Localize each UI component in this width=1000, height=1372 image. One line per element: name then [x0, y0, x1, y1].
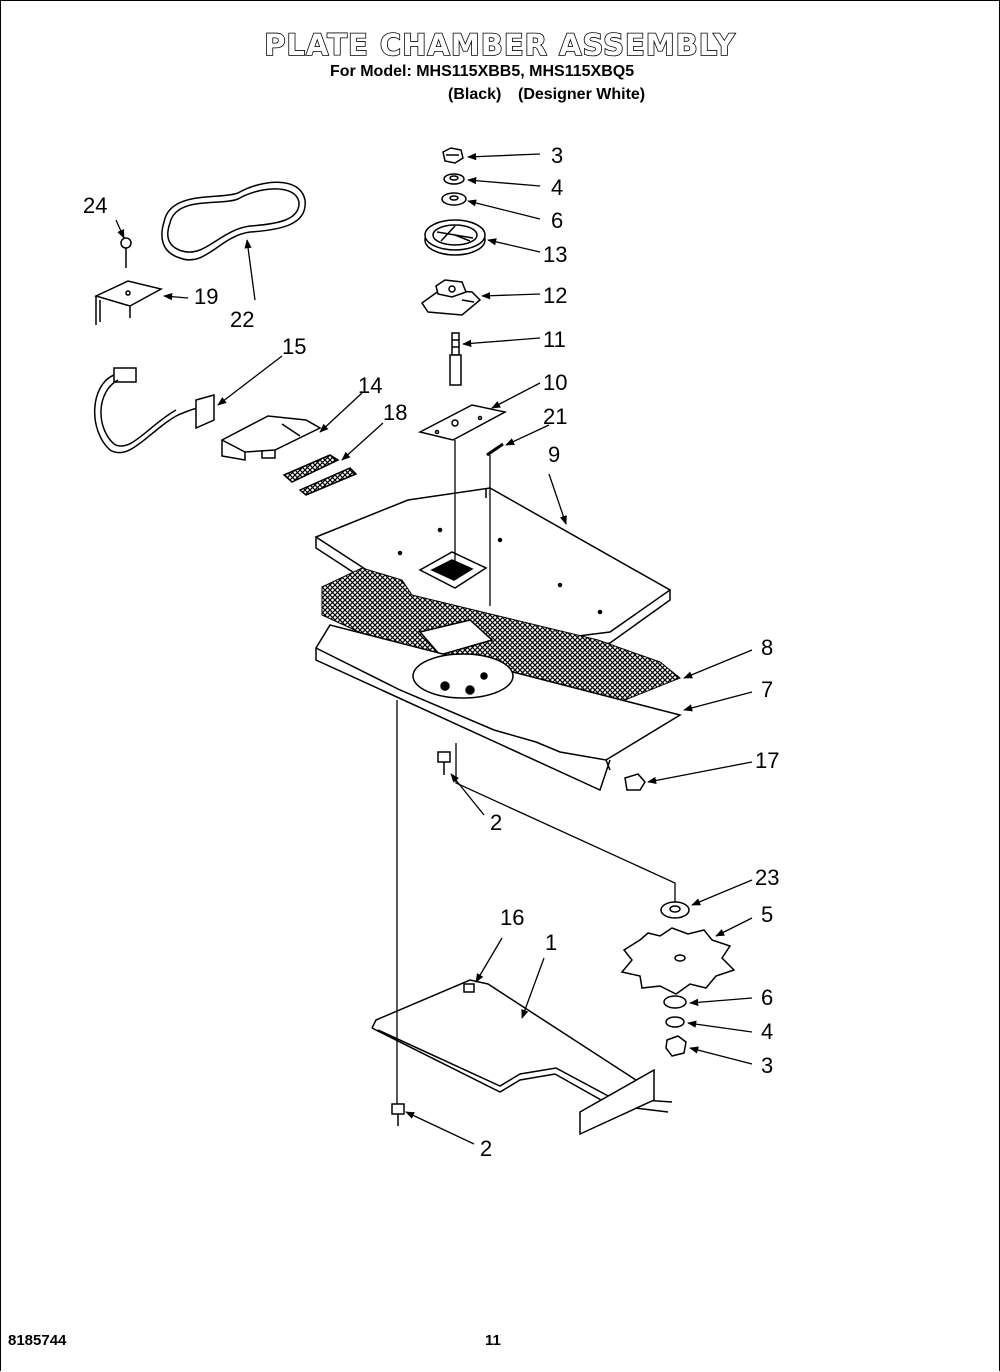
callout-4-top: 4: [551, 175, 563, 200]
part-clips-18: [282, 454, 358, 496]
callout-15: 15: [282, 334, 306, 359]
part-pin-21: [486, 442, 504, 457]
document-number: 8185744: [8, 1332, 67, 1349]
part-harness-15: [93, 367, 215, 454]
callout-10: 10: [543, 370, 567, 395]
part-bushing-23: [660, 901, 690, 919]
part-plate-7: [314, 624, 682, 792]
part-washer-4-top: [443, 173, 465, 185]
part-bracket-12: [420, 279, 482, 316]
part-bracket-19: [93, 280, 164, 325]
part-pulley-13: [424, 219, 486, 256]
callout-23: 23: [755, 865, 779, 890]
callout-7: 7: [761, 677, 773, 702]
part-shaft-11: [449, 332, 462, 386]
part-nut-3-bottom: [665, 1035, 687, 1057]
callout-4-bottom: 4: [761, 1019, 773, 1044]
callout-6-top: 6: [551, 208, 563, 233]
callout-22: 22: [230, 307, 254, 332]
callout-2-lower: 2: [480, 1136, 492, 1161]
model-line: For Model: MHS115XBB5, MHS115XBQ5: [330, 63, 635, 80]
part-stirrer-5: [620, 927, 736, 995]
part-element-1: [371, 979, 673, 1136]
callout-24: 24: [83, 193, 107, 218]
page-title: PLATE CHAMBER ASSEMBLY: [263, 27, 736, 63]
variant-black: (Black): [448, 86, 502, 103]
part-screw-2-upper: [437, 751, 451, 775]
part-washer-6-bottom: [663, 995, 687, 1009]
part-deflector-14: [220, 415, 322, 461]
callout-9: 9: [548, 442, 560, 467]
part-washer-4-bottom: [665, 1016, 685, 1028]
callout-13: 13: [543, 242, 567, 267]
callout-11: 11: [543, 327, 566, 352]
callout-8: 8: [761, 635, 773, 660]
callout-19: 19: [194, 284, 218, 309]
callout-14: 14: [358, 373, 382, 398]
part-screw-24: [120, 237, 132, 268]
part-plate-10: [417, 404, 508, 441]
callout-17: 17: [755, 748, 779, 773]
part-belt-22: [161, 181, 306, 261]
callout-6-bottom: 6: [761, 985, 773, 1010]
callout-2-upper: 2: [490, 810, 502, 835]
callout-12: 12: [543, 283, 567, 308]
callout-3-bottom: 3: [761, 1053, 773, 1078]
part-nut-3-top: [442, 147, 464, 164]
callout-3-top: 3: [551, 143, 563, 168]
callout-16: 16: [500, 905, 524, 930]
callout-1: 1: [545, 930, 557, 955]
callout-18: 18: [383, 400, 407, 425]
callout-5: 5: [761, 902, 773, 927]
part-washer-6-top: [441, 192, 467, 206]
part-screw-2-lower: [391, 1103, 405, 1126]
callout-21: 21: [543, 404, 567, 429]
page-number: 11: [485, 1332, 501, 1349]
variant-white: (Designer White): [518, 86, 646, 103]
part-nut-17: [624, 773, 646, 791]
